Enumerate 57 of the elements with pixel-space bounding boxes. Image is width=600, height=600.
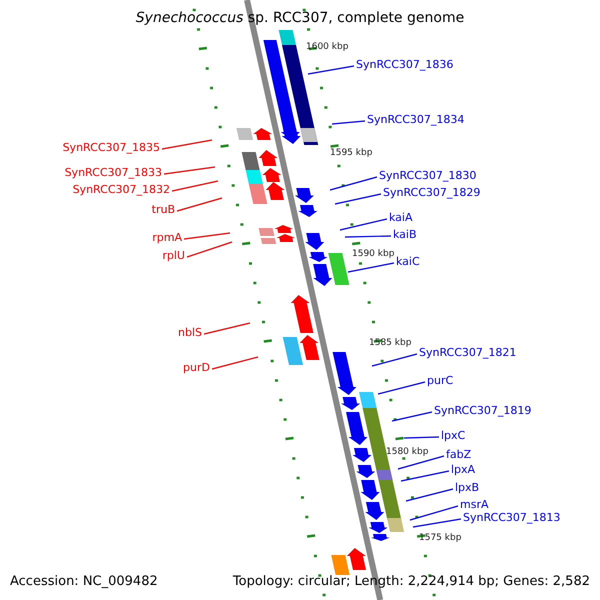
gene-label: nblS (178, 326, 202, 339)
scale-label: 1600 kbp (306, 42, 348, 53)
leader-line (334, 193, 382, 205)
gene-label: SynRCC307_1821 (419, 346, 516, 359)
leader-line (400, 470, 450, 482)
leader-line (172, 180, 218, 192)
leader-line (406, 488, 454, 502)
leader-line (204, 322, 250, 335)
gene-label: SynRCC307_1836 (356, 58, 454, 71)
gene-label: rplU (162, 249, 185, 262)
leader-line (404, 436, 440, 439)
gene-label: SynRCC307_1832 (72, 183, 170, 196)
gene-label: lpxB (455, 481, 480, 494)
gene-label: purC (427, 374, 454, 387)
scale-label: 1585 kbp (369, 338, 412, 349)
scale-label: 1575 kbp (419, 533, 462, 544)
leader-line (186, 241, 232, 258)
leader-line (398, 455, 444, 470)
leader-line (410, 505, 458, 521)
leader-line (348, 262, 394, 273)
gene-label: kaiA (389, 211, 412, 224)
gene-label: kaiC (396, 255, 420, 268)
gene-label: kaiB (393, 228, 417, 241)
leader-line (344, 235, 392, 238)
gene-label: SynRCC307_1834 (367, 113, 464, 126)
leader-line (340, 218, 388, 231)
gene-label: SynRCC307_1829 (383, 186, 480, 199)
leader-line (332, 120, 366, 125)
leader-line (164, 166, 216, 175)
gene-label: SynRCC307_1833 (64, 166, 162, 179)
gene-label: SynRCC307_1835 (62, 141, 160, 154)
leader-line (412, 518, 462, 528)
gene-label: fabZ (446, 448, 472, 461)
gene-label: lpxA (451, 463, 476, 476)
topology-text: Topology: circular; Length: 2,224,914 bp; Genes: 2,582 (232, 574, 590, 589)
scale-label: 1590 kbp (352, 249, 394, 260)
leader-line (162, 139, 212, 150)
gene-label: SynRCC307_1813 (463, 511, 560, 524)
gene-label: rpmA (152, 231, 182, 244)
gene-label: purD (183, 361, 210, 374)
scale-label: 1595 kbp (330, 148, 372, 159)
title: Synechococcus sp. RCC307, complete genome (134, 10, 466, 27)
leader-line (184, 232, 230, 240)
gene-label: msrA (460, 498, 488, 511)
leader-line (392, 411, 432, 422)
leader-line (308, 65, 354, 75)
gene-label: SynRCC307_1830 (379, 169, 476, 182)
leader-line (176, 197, 222, 212)
gene-label: lpxC (441, 429, 466, 442)
scale-label: 1580 kbp (386, 447, 428, 458)
accession-text: Accession: NC_009482 (10, 574, 158, 589)
gene-label: SynRCC307_1819 (434, 404, 532, 417)
gene-label: truB (152, 203, 175, 216)
leader-line (378, 381, 426, 395)
leader-line (212, 356, 258, 370)
leader-line (330, 176, 378, 191)
leader-line (372, 353, 418, 367)
